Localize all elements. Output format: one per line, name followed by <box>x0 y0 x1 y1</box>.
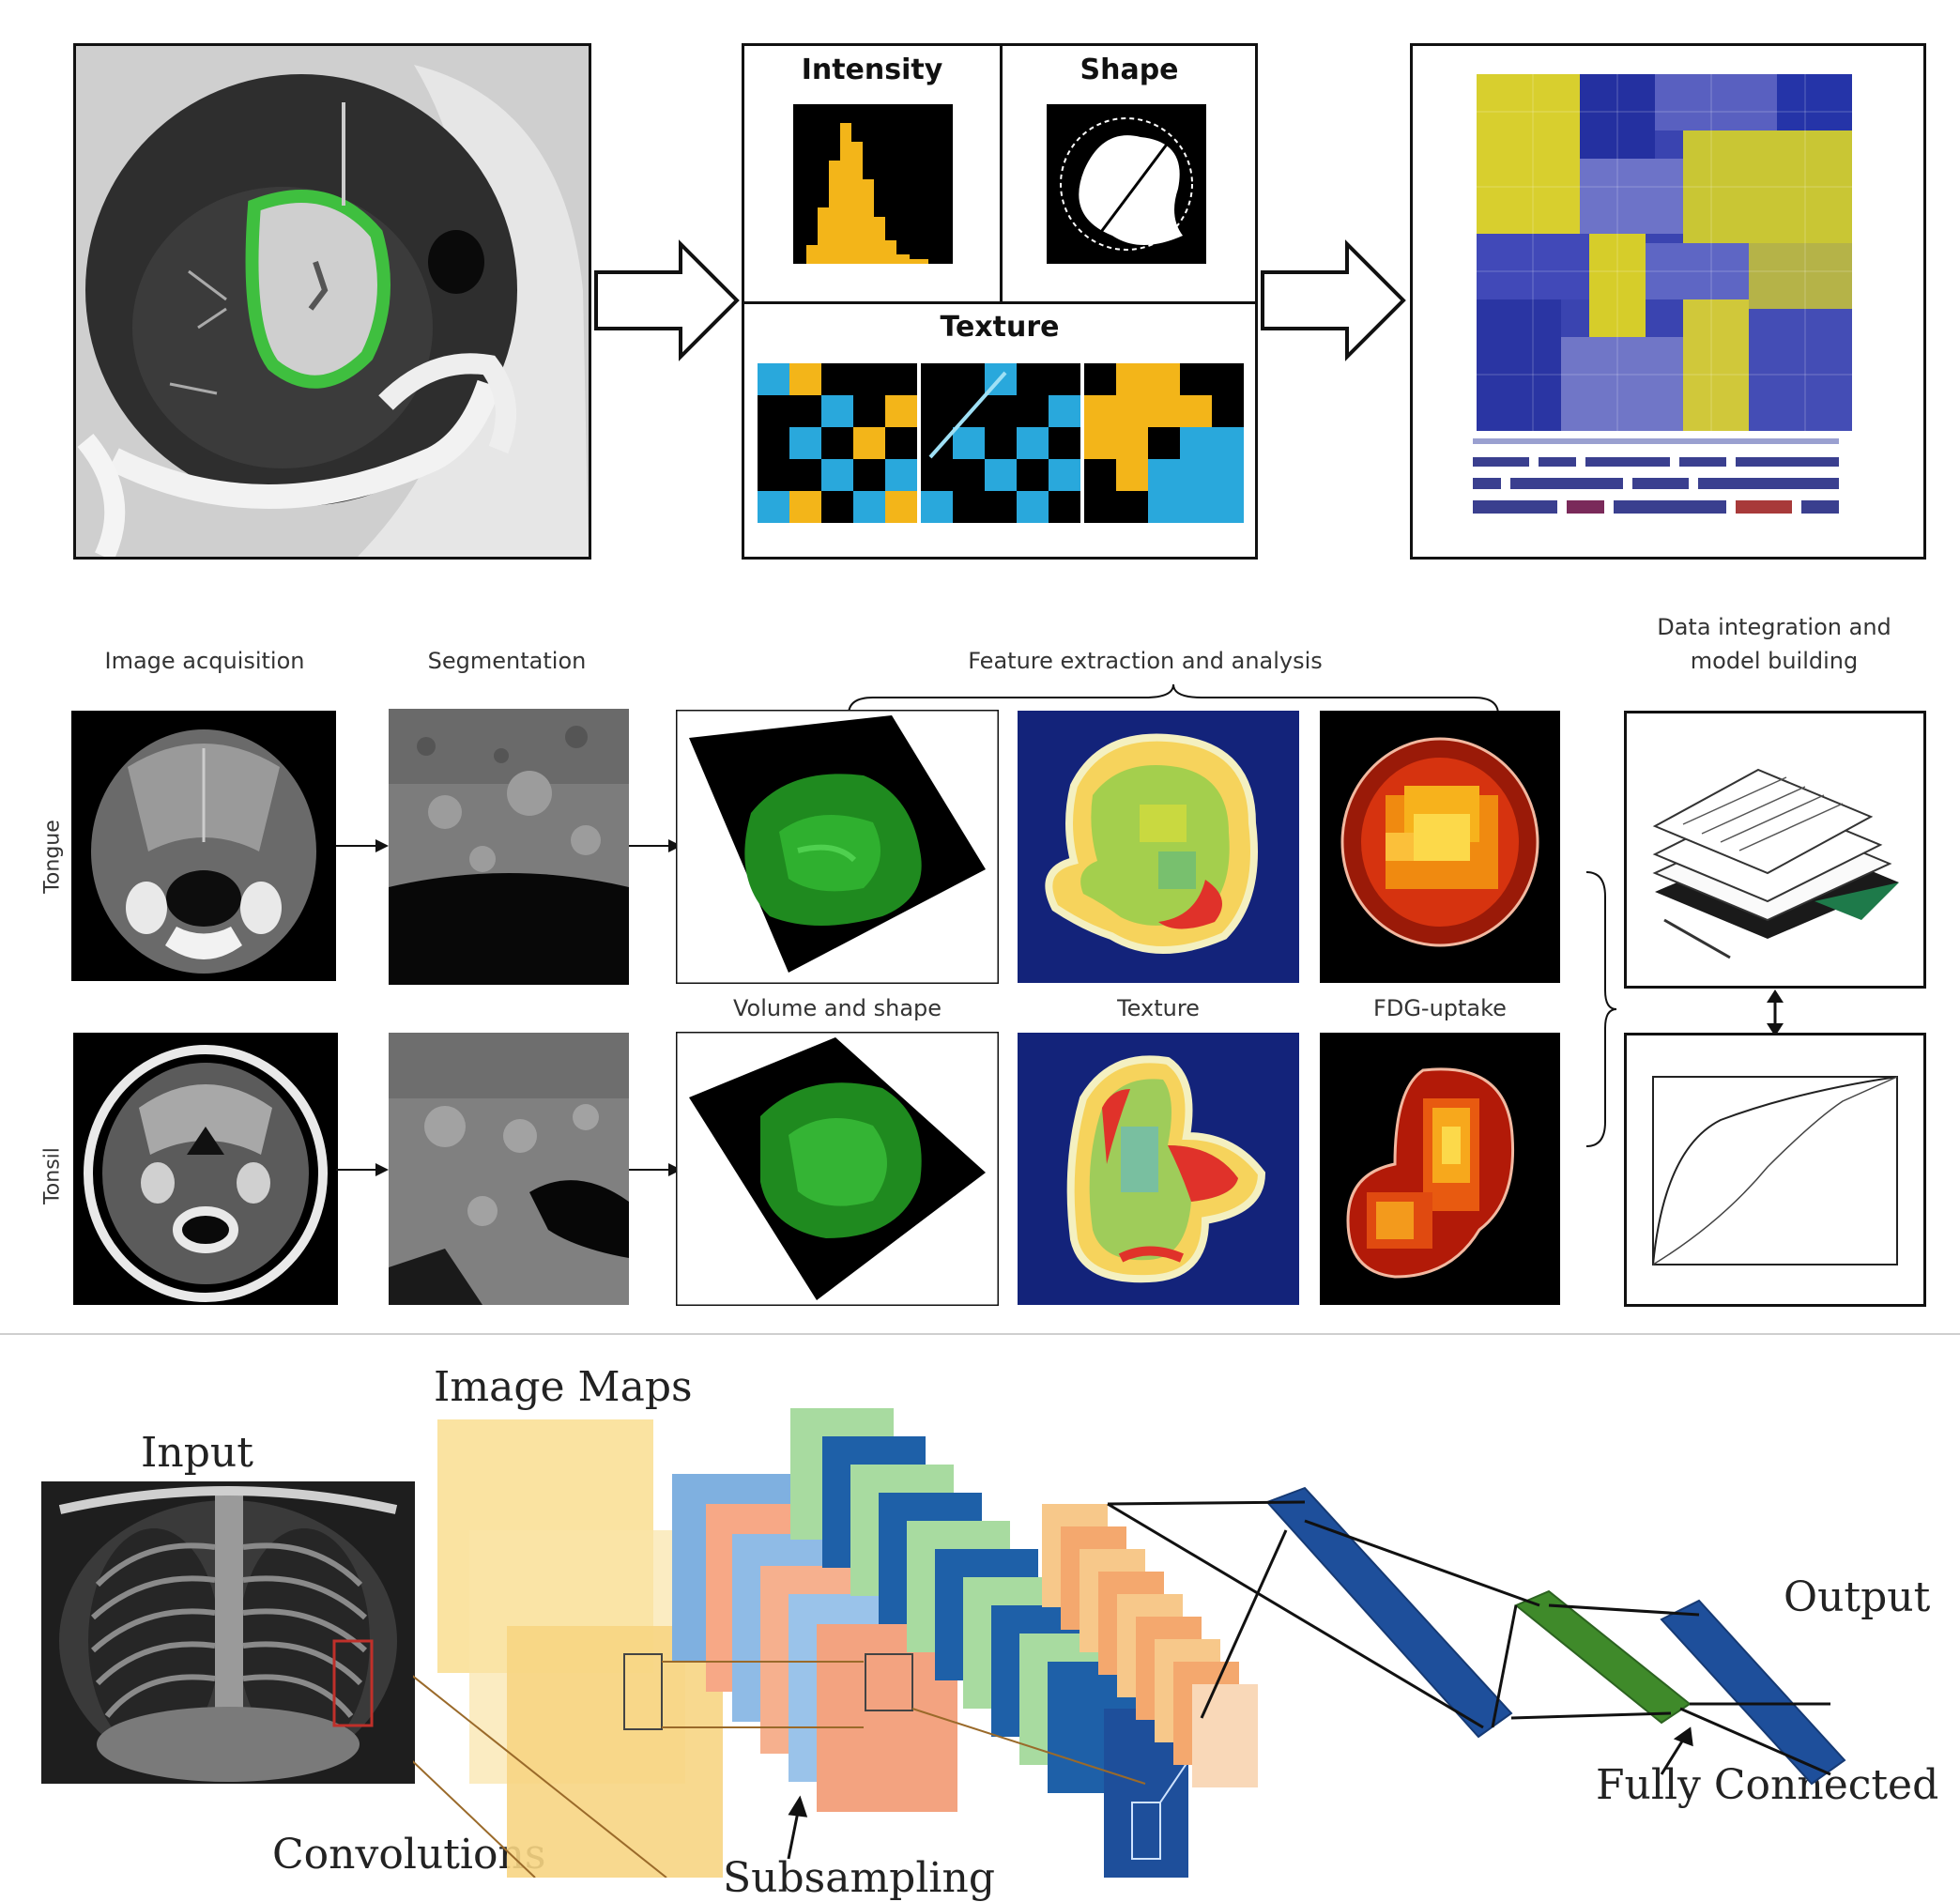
intensity-label: Intensity <box>801 54 943 86</box>
label-image-maps: Image Maps <box>434 1363 693 1411</box>
header-feature-extraction: Feature extraction and analysis <box>968 648 1323 674</box>
fdg-uptake-tonsil <box>1320 1033 1560 1305</box>
label-fully-connected: Fully Connected <box>1596 1761 1939 1809</box>
row-label-tongue: Tongue <box>40 820 65 894</box>
arrow-acq-to-seg-1 <box>336 839 389 852</box>
segmentation-tonsil <box>389 1033 629 1305</box>
feature-divider-vertical <box>1000 46 1003 301</box>
data-integration-box <box>1624 711 1926 989</box>
ct-lung-image <box>73 43 591 560</box>
fdg-uptake-tongue <box>1320 711 1560 983</box>
receptive-field-lines <box>413 1661 1146 1878</box>
shape-label: Shape <box>1080 54 1179 86</box>
cnn-architecture-diagram <box>413 1408 1846 1878</box>
ct-lung-drawing <box>76 46 589 557</box>
header-integration-line1: Data integration and <box>1657 614 1891 640</box>
second-convolution-maps <box>790 1408 1212 1878</box>
data-layers-icon <box>1652 768 1899 959</box>
heatmap-annotation-bars <box>1473 438 1839 514</box>
shape-diagram <box>1047 104 1206 264</box>
arrow-seg-to-volume-1 <box>629 839 681 852</box>
second-subsampling-maps <box>1042 1504 1258 1787</box>
header-image-acquisition: Image acquisition <box>104 648 305 674</box>
header-integration-line2: model building <box>1690 648 1859 674</box>
texture-matrix-3 <box>1084 363 1244 523</box>
connection-lines <box>1107 1500 1831 1776</box>
sublabel-volume-shape: Volume and shape <box>732 995 942 1021</box>
arrow-features-to-heatmap <box>1261 239 1406 361</box>
feature-extraction-brace <box>848 683 1499 715</box>
intensity-histogram <box>793 104 953 264</box>
row-label-tonsil: Tonsil <box>40 1147 65 1204</box>
roc-curve-plot <box>1652 1076 1898 1265</box>
feature-heatmap <box>1477 74 1852 431</box>
xray-input-image <box>41 1481 415 1784</box>
sublabel-fdg: FDG-uptake <box>1373 995 1507 1021</box>
mri-tonsil-acquisition <box>73 1033 338 1305</box>
bidirectional-arrow <box>1767 989 1784 1036</box>
convolution-maps <box>437 1419 723 1878</box>
label-output: Output <box>1784 1573 1931 1621</box>
volume-render-tongue <box>676 710 999 984</box>
arrow-seg-to-volume-2 <box>629 1163 681 1176</box>
texture-map-tongue <box>1018 711 1299 983</box>
volume-render-tonsil <box>676 1032 999 1306</box>
label-convolutions: Convolutions <box>272 1831 546 1879</box>
section-divider <box>0 1333 1960 1335</box>
arrow-ct-to-features <box>594 239 740 361</box>
subsampling-maps <box>672 1474 957 1812</box>
segmentation-tongue <box>389 709 629 985</box>
header-segmentation: Segmentation <box>427 648 587 674</box>
texture-label: Texture <box>940 311 1060 344</box>
label-input: Input <box>141 1429 253 1477</box>
texture-matrix-2 <box>921 363 1080 523</box>
feature-divider-horizontal <box>744 301 1255 304</box>
callout-arrows <box>787 1726 1693 1860</box>
model-curve-box <box>1624 1033 1926 1307</box>
mri-tongue-acquisition <box>71 711 336 981</box>
fully-connected-layers <box>1265 1486 1846 1786</box>
integration-brace <box>1585 871 1617 1147</box>
feature-types-box: Intensity Shape Texture <box>742 43 1258 560</box>
feature-heatmap-box <box>1410 43 1926 560</box>
sublabel-texture: Texture <box>1117 995 1200 1021</box>
texture-map-tonsil <box>1018 1033 1299 1305</box>
arrow-acq-to-seg-2 <box>336 1163 389 1176</box>
texture-matrix-1 <box>758 363 917 523</box>
